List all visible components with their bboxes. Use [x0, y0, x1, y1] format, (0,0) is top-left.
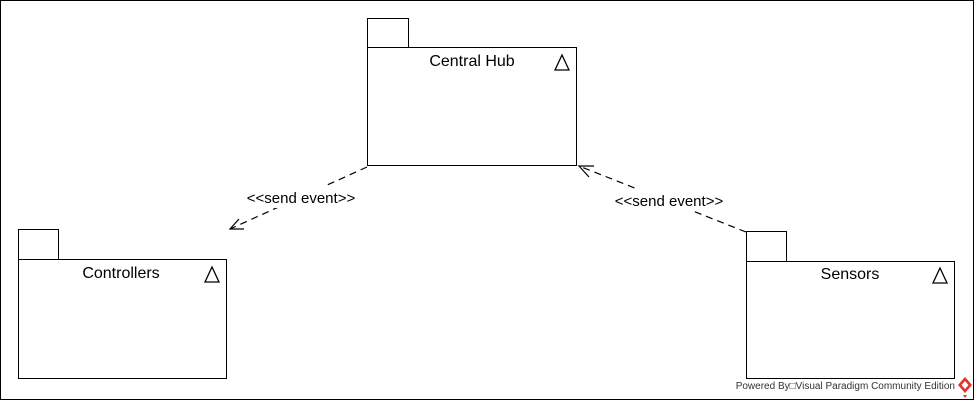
- package-body: [746, 261, 955, 379]
- package-tab: [367, 18, 409, 48]
- triangle-icon: [931, 266, 949, 284]
- connector-sensors-to-hub[interactable]: <<send event>>: [577, 165, 747, 233]
- connector-label: <<send event>>: [247, 190, 356, 207]
- connector-hub-to-controllers[interactable]: <<send event>>: [228, 166, 368, 230]
- package-name: Controllers: [82, 265, 159, 282]
- triangle-icon: [203, 265, 221, 283]
- watermark: Powered By□Visual Paradigm Community Edi…: [736, 377, 972, 398]
- package-tab: [746, 231, 787, 262]
- package-body: [367, 47, 577, 166]
- watermark-text: Powered By□Visual Paradigm Community Edi…: [736, 381, 955, 392]
- connector-label: <<send event>>: [615, 193, 724, 210]
- package-controllers[interactable]: Controllers: [18, 229, 227, 379]
- triangle-icon: [553, 53, 571, 71]
- package-central-hub[interactable]: Central Hub: [367, 18, 577, 166]
- package-name: Central Hub: [429, 53, 514, 70]
- label-background: [240, 186, 363, 208]
- label-background: [607, 189, 732, 211]
- package-sensors[interactable]: Sensors: [746, 231, 955, 379]
- package-name: Sensors: [821, 266, 880, 283]
- package-body: [18, 259, 227, 379]
- open-arrowhead-icon: [228, 218, 244, 230]
- visual-paradigm-logo-icon: [958, 377, 972, 398]
- open-arrowhead-icon: [577, 165, 594, 178]
- package-tab: [18, 229, 59, 260]
